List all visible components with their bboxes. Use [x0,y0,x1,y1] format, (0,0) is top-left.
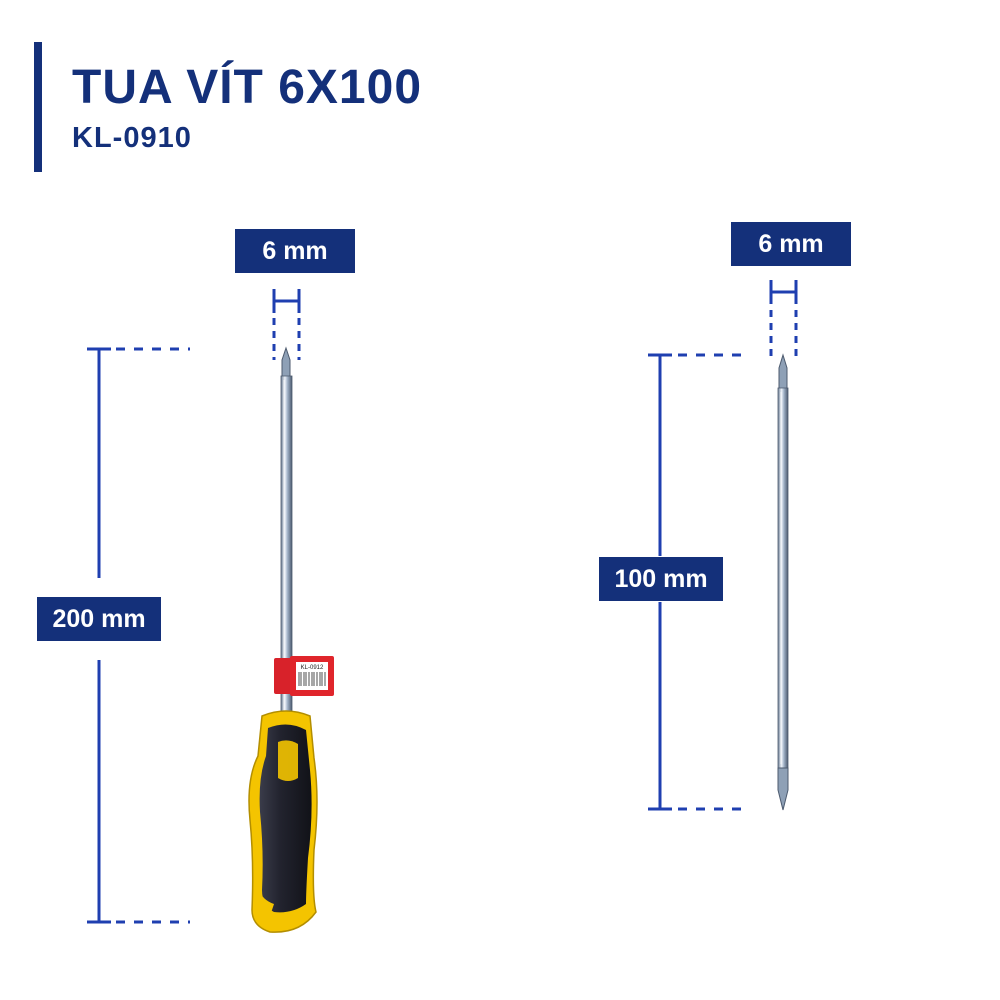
screwdriver-bit-group [648,280,798,811]
full-length-dimension [87,347,190,924]
bit-shaft [777,353,789,811]
full-width-label: 6 mm [235,229,355,273]
bit-length-dimension [648,353,750,811]
full-width-dimension [272,289,301,360]
full-length-label: 200 mm [37,597,161,641]
bit-width-dimension [769,280,798,362]
page-title: TUA VÍT 6X100 [72,61,423,114]
full-screwdriver-group: KL-0912 [87,289,334,933]
bit-width-label: 6 mm [731,222,851,266]
red-product-tag: KL-0912 [274,656,334,696]
screwdriver-handle [248,710,318,933]
tag-code: KL-0912 [301,665,324,671]
model-code: KL-0910 [72,122,192,154]
bit-length-label: 100 mm [599,557,723,601]
title-accent-bar [34,42,42,172]
